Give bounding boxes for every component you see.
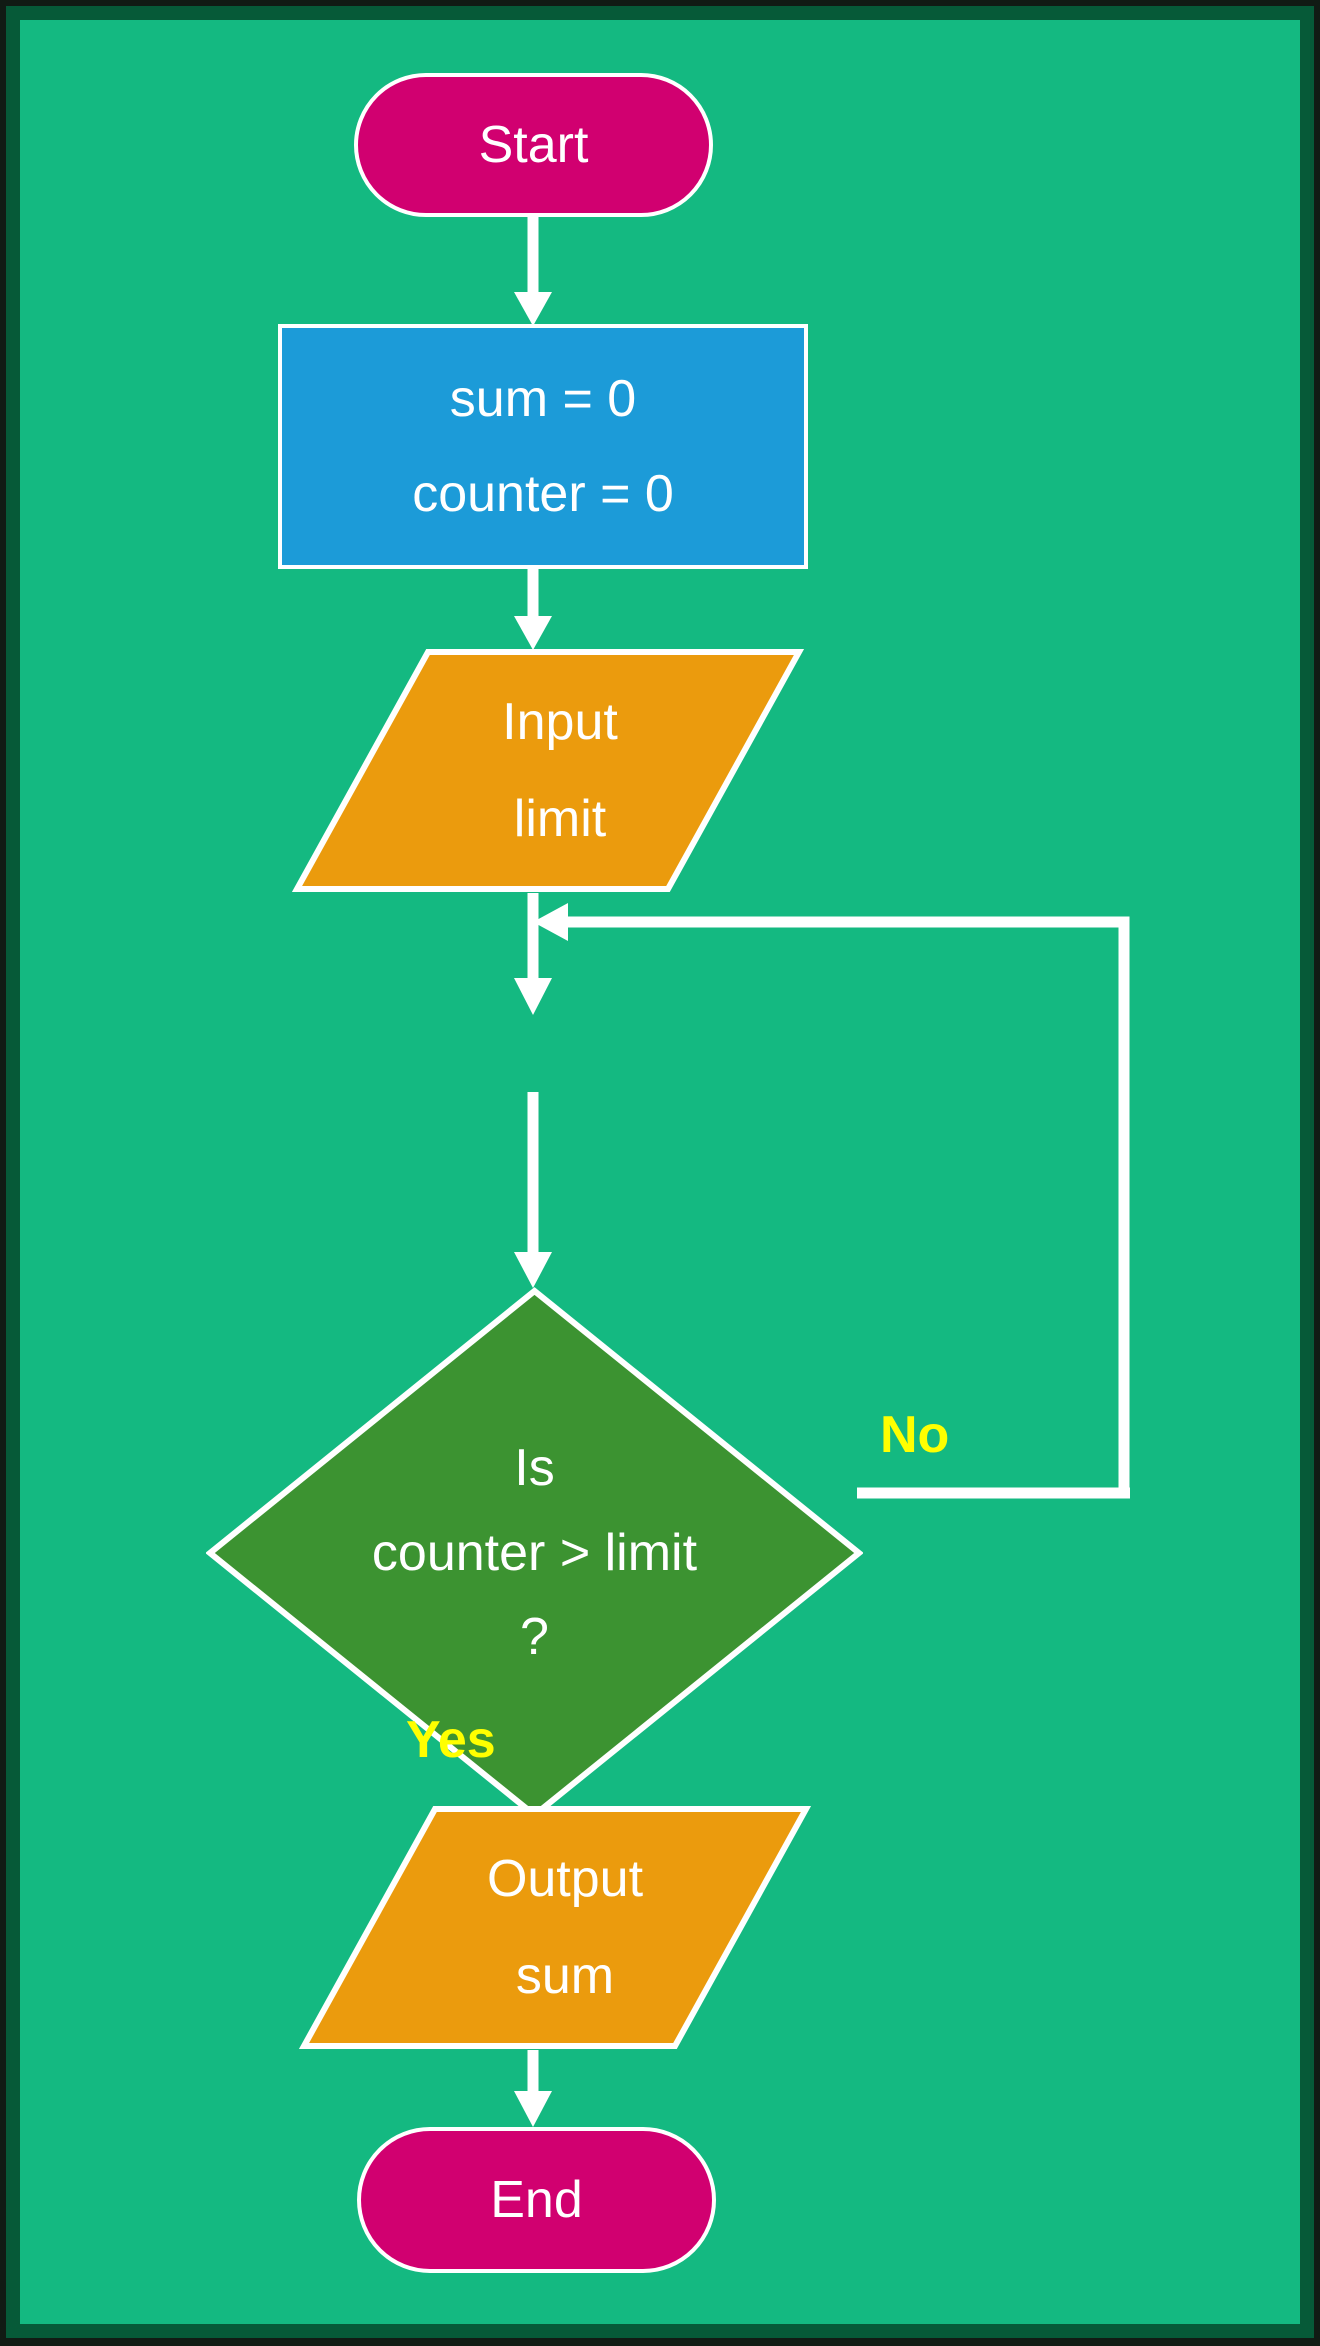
input-parallelogram-shape xyxy=(291,649,805,892)
edge-decision-no-loop xyxy=(556,916,1130,1493)
node-decision[interactable]: Is counter > limit ? xyxy=(206,1287,863,1819)
node-decision-text: Is counter > limit ? xyxy=(206,1287,863,1819)
node-decision-line-3: ? xyxy=(520,1608,549,1667)
node-output-text: Output sum xyxy=(310,1805,820,2050)
node-input-limit[interactable]: Input limit xyxy=(291,648,805,893)
node-decision-line-1: Is xyxy=(514,1439,555,1498)
node-process-line-1: sum = 0 xyxy=(449,369,637,428)
node-input-line-1: Input xyxy=(502,692,618,751)
node-output-sum[interactable]: Output sum xyxy=(298,1805,812,2050)
flowchart-stage: Start sum = 0 counter = 0 Input limit Is… xyxy=(20,20,1300,2324)
node-process-initialize[interactable]: sum = 0 counter = 0 xyxy=(278,324,808,569)
node-input-text: Input limit xyxy=(305,648,815,893)
node-process-line-2: counter = 0 xyxy=(412,464,674,523)
node-decision-line-2: counter > limit xyxy=(371,1523,698,1582)
node-end-label: End xyxy=(490,2170,583,2229)
node-input-line-2: limit xyxy=(513,789,607,848)
node-output-line-2: sum xyxy=(515,1946,615,2005)
node-end[interactable]: End xyxy=(357,2127,716,2273)
arrowhead-start-to-process xyxy=(514,292,552,326)
arrowhead-loop-merge xyxy=(533,903,568,941)
arrowhead-output-to-end xyxy=(514,2091,552,2127)
edge-label-yes: Yes xyxy=(406,1711,496,1769)
arrowhead-input-merge xyxy=(514,978,552,1015)
node-output-line-1: Output xyxy=(486,1849,644,1908)
node-start[interactable]: Start xyxy=(354,73,713,217)
edge-label-no: No xyxy=(880,1406,950,1464)
node-start-label: Start xyxy=(478,115,589,174)
output-parallelogram-shape xyxy=(298,1806,812,2049)
arrowhead-process-to-input xyxy=(514,616,552,650)
arrowhead-to-decision xyxy=(514,1252,552,1288)
